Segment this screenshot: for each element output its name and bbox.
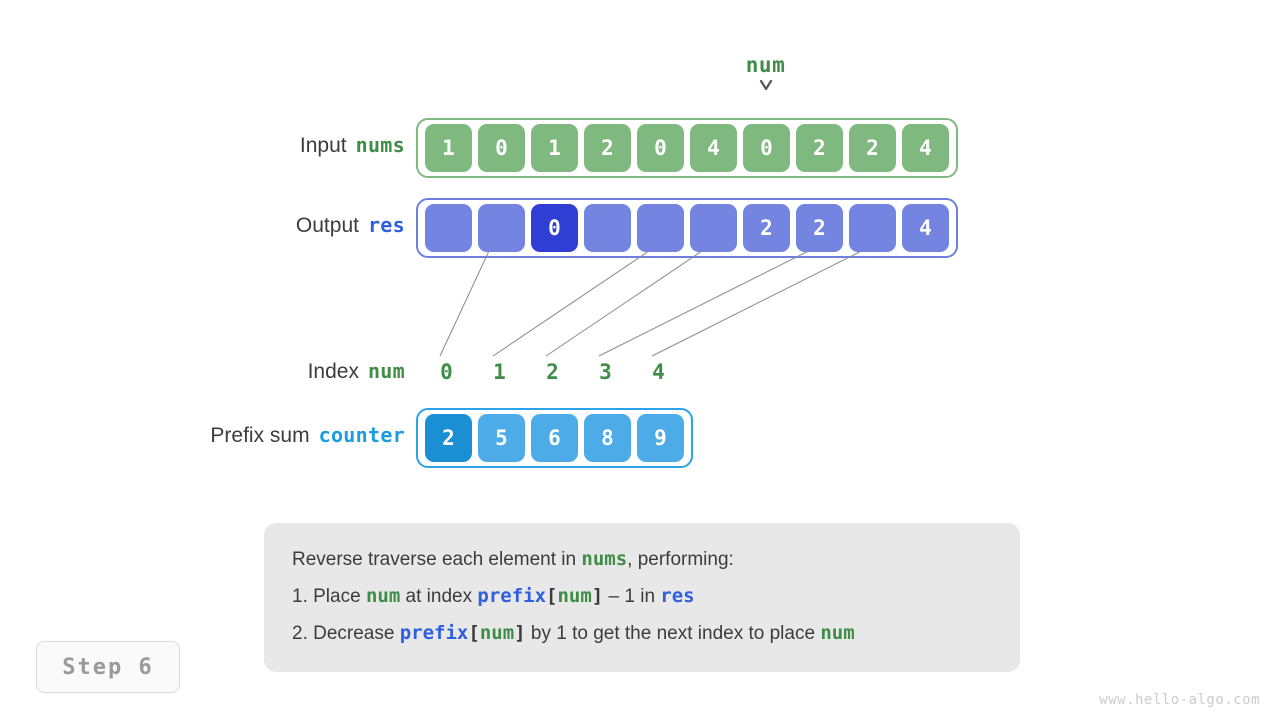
prefix-array-cell-3: 8 bbox=[584, 414, 631, 462]
prefix-row-label: Prefix sum counter bbox=[80, 422, 405, 451]
caption-l3-text-2: by 1 to get the next index to place bbox=[525, 623, 821, 644]
input-array-cell-0: 1 bbox=[425, 124, 472, 172]
output-array-cell-4 bbox=[637, 204, 684, 252]
output-row-label: Output res bbox=[120, 212, 405, 241]
caption-l1-text-2: , performing: bbox=[627, 549, 734, 570]
prefix-array-cell-0: 2 bbox=[425, 414, 472, 462]
caption-l3-kw-num-2: num bbox=[820, 622, 855, 644]
connector-line-4 bbox=[651, 251, 860, 357]
step-badge: Step 6 bbox=[36, 641, 180, 693]
caption-l2-bracket-close: ] bbox=[591, 585, 604, 607]
connector-line-3 bbox=[598, 251, 807, 357]
output-var-name: res bbox=[367, 213, 405, 237]
output-array-cell-3 bbox=[584, 204, 631, 252]
caption-l2-bracket-open: [ bbox=[546, 585, 558, 607]
prefix-var-name: counter bbox=[318, 423, 405, 447]
caption-l2-kw-prefix: prefix bbox=[477, 585, 547, 607]
input-array-cell-1: 0 bbox=[478, 124, 525, 172]
connector-line-0 bbox=[439, 251, 489, 357]
caption-l3-text-1: 2. Decrease bbox=[292, 623, 400, 644]
index-var-name: num bbox=[367, 359, 405, 383]
input-array-cell-8: 2 bbox=[849, 124, 896, 172]
input-array-cell-7: 2 bbox=[796, 124, 843, 172]
caption-l2-kw-res: res bbox=[660, 585, 695, 607]
caption-l1-text-1: Reverse traverse each element in bbox=[292, 549, 582, 570]
caption-l3-kw-prefix: prefix bbox=[399, 622, 469, 644]
output-array-cell-1 bbox=[478, 204, 525, 252]
index-label-0: 0 bbox=[440, 360, 453, 384]
output-array-cell-2: 0 bbox=[531, 204, 578, 252]
caption-line-2: 1. Place num at index prefix[num] – 1 in… bbox=[292, 578, 992, 615]
caption-l2-kw-num-2: num bbox=[557, 585, 592, 607]
output-array-cell-8 bbox=[849, 204, 896, 252]
connector-line-2 bbox=[545, 251, 701, 357]
output-array-cell-5 bbox=[690, 204, 737, 252]
caption-l2-text-3: – 1 in bbox=[603, 586, 661, 607]
watermark: www.hello-algo.com bbox=[1099, 692, 1260, 708]
caption-line-3: 2. Decrease prefix[num] by 1 to get the … bbox=[292, 615, 992, 652]
input-array-cell-2: 1 bbox=[531, 124, 578, 172]
chevron-down-icon bbox=[712, 79, 820, 93]
output-array-cell-7: 2 bbox=[796, 204, 843, 252]
index-label-text: Index bbox=[307, 360, 359, 383]
caption-l3-bracket-close: ] bbox=[514, 622, 526, 644]
num-pointer-label: num bbox=[745, 53, 786, 77]
prefix-label-text: Prefix sum bbox=[210, 424, 310, 447]
input-array-cell-9: 4 bbox=[902, 124, 949, 172]
caption-l2-kw-num-1: num bbox=[365, 585, 401, 607]
index-label-4: 4 bbox=[652, 360, 665, 384]
input-array-cell-5: 4 bbox=[690, 124, 737, 172]
input-var-name: nums bbox=[355, 133, 405, 157]
output-array-cell-6: 2 bbox=[743, 204, 790, 252]
index-label-3: 3 bbox=[599, 360, 612, 384]
num-pointer: num bbox=[712, 52, 820, 93]
index-label-1: 1 bbox=[493, 360, 506, 384]
connector-line-1 bbox=[492, 251, 648, 357]
index-label-2: 2 bbox=[546, 360, 559, 384]
input-array-cell-3: 2 bbox=[584, 124, 631, 172]
output-array-cell-0 bbox=[425, 204, 472, 252]
caption-l2-text-2: at index bbox=[400, 586, 478, 607]
prefix-array-cell-1: 5 bbox=[478, 414, 525, 462]
prefix-array-cell-4: 9 bbox=[637, 414, 684, 462]
output-array-cell-9: 4 bbox=[902, 204, 949, 252]
input-array-cell-6: 0 bbox=[743, 124, 790, 172]
index-row-label: Index num bbox=[120, 358, 405, 387]
output-label-text: Output bbox=[295, 214, 359, 237]
caption-l2-text-1: 1. Place bbox=[292, 586, 366, 607]
caption-l3-kw-num-1: num bbox=[479, 622, 515, 644]
input-array-cell-4: 0 bbox=[637, 124, 684, 172]
caption-l1-kw-nums: nums bbox=[581, 548, 628, 570]
caption-box: Reverse traverse each element in nums, p… bbox=[264, 523, 1020, 672]
input-label-text: Input bbox=[299, 134, 347, 157]
caption-line-1: Reverse traverse each element in nums, p… bbox=[292, 541, 992, 578]
input-row-label: Input nums bbox=[120, 132, 405, 161]
prefix-array-cell-2: 6 bbox=[531, 414, 578, 462]
caption-l3-bracket-open: [ bbox=[468, 622, 480, 644]
